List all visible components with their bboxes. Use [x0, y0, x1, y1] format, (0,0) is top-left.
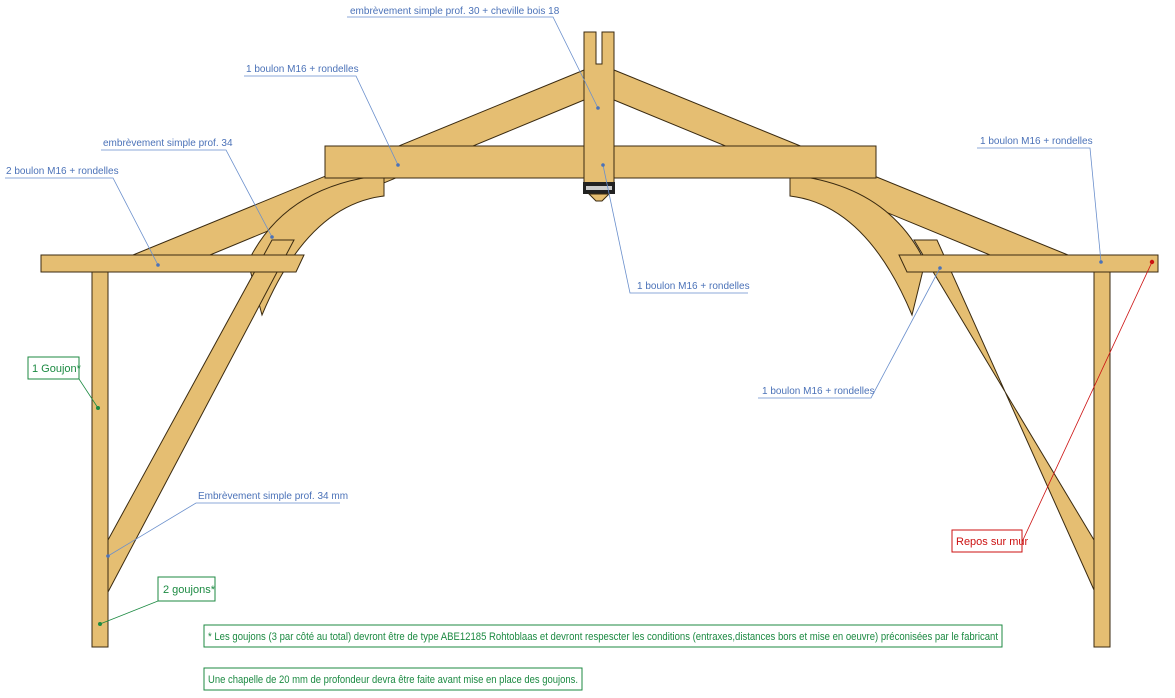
right-curved-brace [789, 174, 926, 317]
bolt-nut [587, 193, 611, 202]
dot-collar-left [396, 163, 400, 167]
dot-ridge [596, 106, 600, 110]
callout-repos: Repos sur mur [951, 259, 1155, 553]
callout-goujon-1: 1 Goujon* [27, 356, 100, 410]
label-bolt-right-low: 1 boulon M16 + rondelles [762, 386, 875, 397]
dot-embrevement-left [270, 235, 274, 239]
callout-repos-text: Repos sur mur [956, 536, 1028, 548]
label-bolt-top-left: 1 boulon M16 + rondelles [246, 64, 359, 75]
callout-goujons-2: 2 goujons* [98, 576, 216, 626]
label-embrevement-34mm: Embrèvement simple prof. 34 mm [198, 491, 348, 502]
label-embrevement-34: embrèvement simple prof. 34 [103, 138, 233, 149]
dot-repos [1149, 259, 1155, 265]
callout-goujon-1-text: 1 Goujon* [32, 363, 82, 375]
connection-dots [106, 106, 1103, 558]
note-goujons-text: * Les goujons (3 par côté au total) devr… [208, 631, 998, 643]
dot-king-post [601, 163, 605, 167]
dot-strut-right [938, 266, 942, 270]
blue-leaders [5, 16, 1102, 557]
dot-strut-left [106, 554, 110, 558]
dot-goujon-1 [96, 406, 100, 410]
label-bolt-center: 1 boulon M16 + rondelles [637, 281, 750, 292]
note-chapelle-text: Une chapelle de 20 mm de profondeur devr… [208, 674, 578, 686]
left-post [91, 271, 109, 648]
left-tie-beam [40, 254, 305, 273]
blue-labels: embrèvement simple prof. 30 + cheville b… [6, 6, 1093, 502]
dot-tie-right [1099, 260, 1103, 264]
left-curved-brace [247, 174, 385, 317]
right-post [1093, 271, 1111, 648]
bolt-plate-inner [586, 186, 612, 190]
timber-members [40, 31, 1159, 648]
right-tie-beam [898, 254, 1159, 273]
label-bolt-left-2: 2 boulon M16 + rondelles [6, 166, 119, 177]
dot-tie-left [156, 263, 160, 267]
label-ridge-embrevement: embrèvement simple prof. 30 + cheville b… [350, 6, 560, 17]
label-bolt-right-top: 1 boulon M16 + rondelles [980, 136, 1093, 147]
callout-goujons-2-text: 2 goujons* [163, 584, 216, 596]
dot-goujons-2 [98, 622, 102, 626]
note-chapelle: Une chapelle de 20 mm de profondeur devr… [203, 667, 583, 691]
note-goujons: * Les goujons (3 par côté au total) devr… [203, 624, 1003, 648]
